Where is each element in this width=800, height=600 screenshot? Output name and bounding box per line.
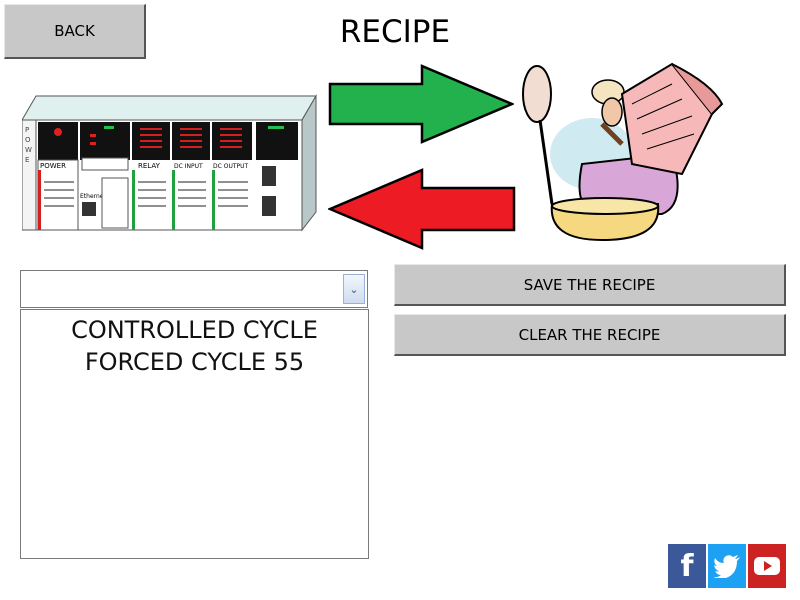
chevron-down-icon[interactable]: ⌄	[343, 274, 365, 304]
svg-text:W: W	[25, 146, 32, 154]
plc-rack-icon: P O W E POWER Ethernet RELAY DC INPUT DC…	[22, 94, 317, 232]
svg-text:O: O	[25, 136, 31, 144]
chef-reading-recipe-icon	[522, 62, 724, 242]
svg-text:P: P	[25, 126, 29, 134]
plc-relay-label: RELAY	[138, 162, 161, 170]
clear-recipe-button[interactable]: CLEAR THE RECIPE	[394, 314, 786, 356]
svg-text:E: E	[25, 156, 29, 164]
facebook-icon[interactable]: f	[668, 544, 706, 588]
recipe-list[interactable]: CONTROLLED CYCLE FORCED CYCLE 55	[20, 309, 369, 559]
arrow-left-icon	[328, 168, 516, 250]
list-item[interactable]: CONTROLLED CYCLE	[71, 316, 318, 344]
social-links: f	[668, 544, 786, 588]
plc-dc-output-label: DC OUTPUT	[213, 163, 249, 170]
youtube-icon[interactable]	[748, 544, 786, 588]
arrow-right-icon	[328, 64, 514, 144]
page-title: RECIPE	[339, 14, 451, 50]
recipe-select[interactable]: ⌄	[20, 270, 368, 308]
save-recipe-button[interactable]: SAVE THE RECIPE	[394, 264, 786, 306]
plc-ethernet-label: Ethernet	[80, 193, 106, 200]
plc-power-label: POWER	[40, 162, 66, 170]
twitter-icon[interactable]	[708, 544, 746, 588]
back-button[interactable]: BACK	[4, 4, 146, 59]
plc-dc-input-label: DC INPUT	[174, 163, 203, 170]
list-item[interactable]: FORCED CYCLE 55	[84, 348, 305, 376]
